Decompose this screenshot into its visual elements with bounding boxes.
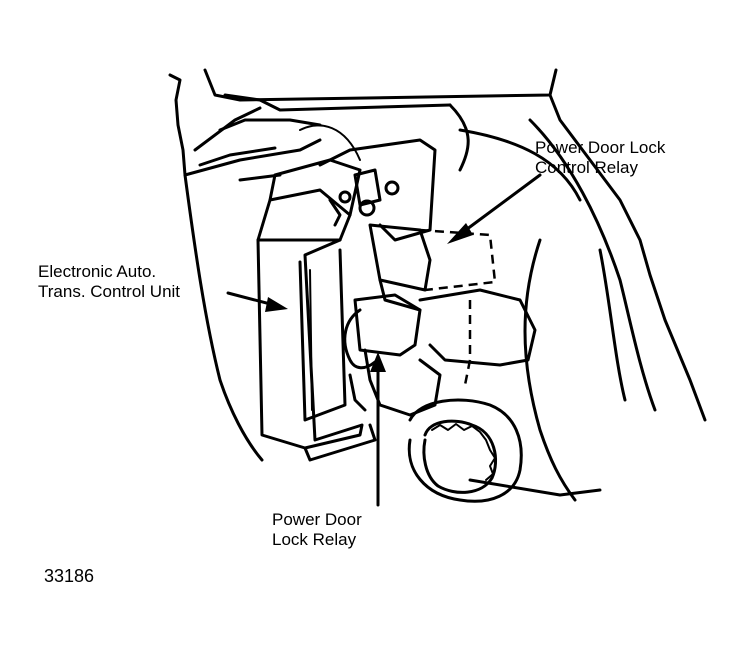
pointer-arrows [226, 173, 542, 507]
lock-relay-shape [343, 288, 537, 417]
mounting-bracket [299, 124, 437, 242]
label-electronic-auto-trans-control-unit: Electronic Auto. Trans. Control Unit [38, 262, 181, 301]
figure-number: 33186 [44, 566, 95, 586]
round-cap-shape [407, 398, 523, 503]
label-power-door-lock-control-relay: Power Door Lock Control Relay [535, 138, 666, 177]
label-power-door-lock-relay: Power Door Lock Relay [272, 510, 362, 549]
body-panel-outline [168, 68, 707, 502]
control-relay-shape [368, 223, 497, 312]
